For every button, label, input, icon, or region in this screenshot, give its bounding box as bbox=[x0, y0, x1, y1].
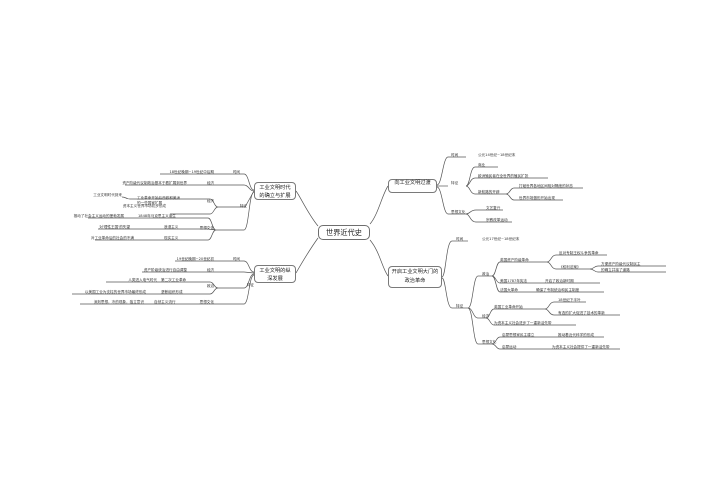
t3-rationalism: 对'理性王国'的失望 bbox=[99, 225, 130, 229]
t2-politics-label: 政治 bbox=[482, 272, 490, 276]
topic-industrial-deepening[interactable]: 工业文明的纵深发展 bbox=[254, 265, 296, 283]
t2-economy-label: 经济 bbox=[482, 314, 490, 318]
topic-political-revolution[interactable]: 开启工业文明大门的政治革命 bbox=[388, 266, 442, 288]
t3-industrial-era-b: 的一些国家扩展 bbox=[137, 201, 163, 205]
t3-politics-label: 经济 bbox=[206, 199, 214, 203]
t2-english-revolution: 英国资产阶级革命 bbox=[500, 258, 529, 262]
t1-feature-new-routes-a: 打破世界各地区间相对隔绝的状态 bbox=[519, 184, 573, 188]
t4-monopoly: 垄断组织形成 bbox=[161, 290, 183, 294]
t1-time-value: 公元14世纪~18世纪末 bbox=[478, 153, 516, 157]
t4-politics-label: 政治 bbox=[206, 284, 214, 288]
t4-thought-a: 深刻思想，冷的现象，独立意识 bbox=[93, 300, 144, 304]
t2-french-revolution: 法国大革命 bbox=[500, 288, 518, 292]
t2-industrial-revolution-a: 18世纪下半叶 bbox=[558, 298, 581, 302]
t4-features-label: 特征 bbox=[246, 283, 254, 287]
t1-time-label: 时间 bbox=[451, 153, 459, 157]
t4-economy-label: 经济 bbox=[206, 268, 214, 272]
t2-us-constitution: 美国1787年宪法 bbox=[500, 279, 528, 283]
t2-time-label: 时间 bbox=[456, 237, 464, 241]
t4-second-industrial: 第二次工业革命 bbox=[161, 278, 187, 282]
t2-economy-b: 为资本主义社会进步了一重新活先带 bbox=[494, 321, 552, 325]
t2-enlightenment-a: 为资本主义社会提供了一重新活先带 bbox=[552, 345, 610, 349]
t4-electric-age: 人类进入电气时代 bbox=[128, 278, 157, 282]
t4-time-label: 时间 bbox=[232, 257, 240, 261]
t3-socialism: 推动了社会主义运动的蓬勃发展 bbox=[73, 214, 124, 218]
t3-time-label: 时间 bbox=[232, 170, 240, 174]
t3-realism: 现实主义 bbox=[164, 236, 179, 240]
t3-industrial-era-a: 工业革命开始后西欧和美洲 bbox=[137, 196, 181, 200]
t4-thought-label: 思想文化 bbox=[199, 300, 214, 304]
t2-enlightenment: 启蒙运动 bbox=[502, 345, 517, 349]
t2-industrial-revolution-b: 有选的扩大促进了技术的革新 bbox=[558, 311, 605, 315]
t2-bill-of-rights: 《权利法案》 bbox=[559, 265, 581, 269]
t2-thought-a1: 推动着近代科学的形成 bbox=[558, 333, 594, 337]
t4-naturalism: 自然主义流行 bbox=[154, 300, 176, 304]
t2-bill-of-rights-a: 方便资产阶级代议制民主 bbox=[601, 262, 641, 266]
t3-industrial-era: 工业文明时代到来 bbox=[93, 193, 122, 197]
t2-english-revolution-a: 反对专制王权斗争的革命 bbox=[559, 251, 599, 255]
t3-features-label: 特征 bbox=[239, 204, 247, 208]
t1-thought-reformation: 宗教改革运动 bbox=[486, 218, 508, 222]
t1-feature-commerce: 商业 bbox=[478, 163, 486, 167]
t2-features-label: 特征 bbox=[456, 304, 464, 308]
t4-world-market: 以美国工业为支柱的世界市场最终形成 bbox=[84, 290, 146, 294]
t3-economy-value: 资产阶级代议制政治基本于看扩展到世界 bbox=[122, 181, 187, 185]
t3-thought-label: 思想文化 bbox=[199, 226, 214, 230]
t2-us-constitution-a: 开启了政治新时期 bbox=[545, 279, 574, 283]
t3-marxism: 1848年马克思主义诞生 bbox=[138, 214, 176, 218]
t3-romanticism: 浪漫主义 bbox=[164, 225, 179, 229]
t4-economy-value: 资产阶级统治进行自由调整 bbox=[143, 268, 187, 272]
t1-feature-colonial: 欧洲殖民者在全世界的殖民扩张 bbox=[478, 174, 529, 178]
t2-time-value: 公元17世纪~18世纪末 bbox=[482, 237, 520, 241]
t1-thought-renaissance: 文艺复兴 bbox=[486, 206, 501, 210]
topic-industrial-era-established[interactable]: 工业文明时代的确立与扩展 bbox=[254, 182, 296, 200]
t3-time-value: 18世纪晚期~19世纪中后期 bbox=[169, 170, 214, 174]
t2-bill-of-rights-b: 的确立并接了道路 bbox=[601, 268, 630, 272]
t3-economy-label: 经济 bbox=[206, 181, 214, 185]
t1-thought-label: 思想文化 bbox=[451, 210, 466, 214]
t2-industrial-revolution: 英国工业革命开始 bbox=[494, 305, 523, 309]
t2-thought-label: 思想文化 bbox=[482, 340, 497, 344]
central-topic[interactable]: 世界近代史 bbox=[318, 225, 370, 240]
t4-time-value: 19世纪晚期~20世纪初 bbox=[176, 257, 214, 261]
t1-features-label: 特征 bbox=[451, 181, 459, 185]
topic-transition-to-industrial[interactable]: 向工业文明过渡 bbox=[388, 179, 437, 193]
t2-french-revolution-a: 确保了专制统治和民主制度 bbox=[536, 288, 580, 292]
t2-thought-a: 启蒙思想家民主建立 bbox=[502, 333, 535, 337]
t1-feature-new-routes-b: 世界市场雏形开始出现 bbox=[519, 196, 555, 200]
t1-feature-new-routes: 新航路的开辟 bbox=[478, 190, 500, 194]
t3-world-market: 资本主义世界市场初步形成 bbox=[122, 204, 166, 208]
t3-discontent: 对工业革命后的社会的不满 bbox=[90, 236, 134, 240]
